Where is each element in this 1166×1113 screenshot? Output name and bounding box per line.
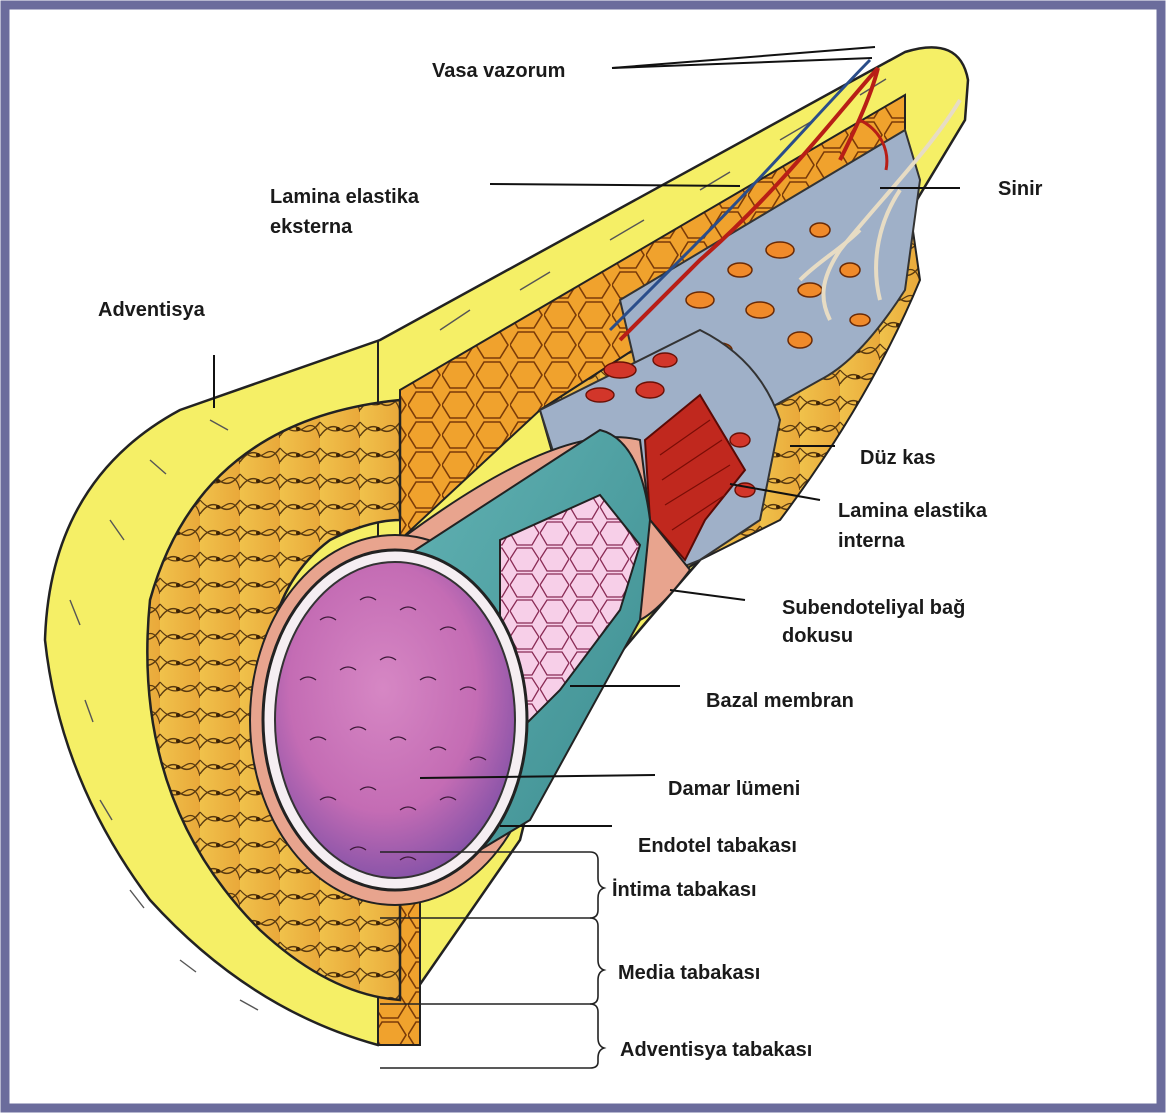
label-adventisya: Adventisya — [98, 299, 206, 321]
label-lamina-interna-line1: Lamina elastika — [838, 500, 988, 522]
label-lamina-externa-line2: eksterna — [270, 216, 353, 238]
label-media-tabakasi: Media tabakası — [618, 962, 760, 984]
label-intima-tabakasi: İntima tabakası — [612, 878, 757, 901]
label-lamina-interna-line2: interna — [838, 530, 906, 552]
label-adventisya-tabakasi: Adventisya tabakası — [620, 1039, 812, 1061]
label-damar-lumeni: Damar lümeni — [668, 778, 800, 800]
label-subendotel-line1: Subendoteliyal bağ — [782, 597, 965, 619]
label-duz-kas: Düz kas — [860, 447, 936, 469]
label-subendotel-line2: dokusu — [782, 625, 853, 647]
label-bazal-membran: Bazal membran — [706, 690, 854, 712]
label-endotel-tabakasi: Endotel tabakası — [638, 835, 797, 857]
label-sinir: Sinir — [998, 178, 1043, 200]
label-vasa-vazorum: Vasa vazorum — [432, 60, 565, 82]
vessel-lumen — [275, 562, 515, 878]
label-lamina-externa-line1: Lamina elastika — [270, 186, 420, 208]
